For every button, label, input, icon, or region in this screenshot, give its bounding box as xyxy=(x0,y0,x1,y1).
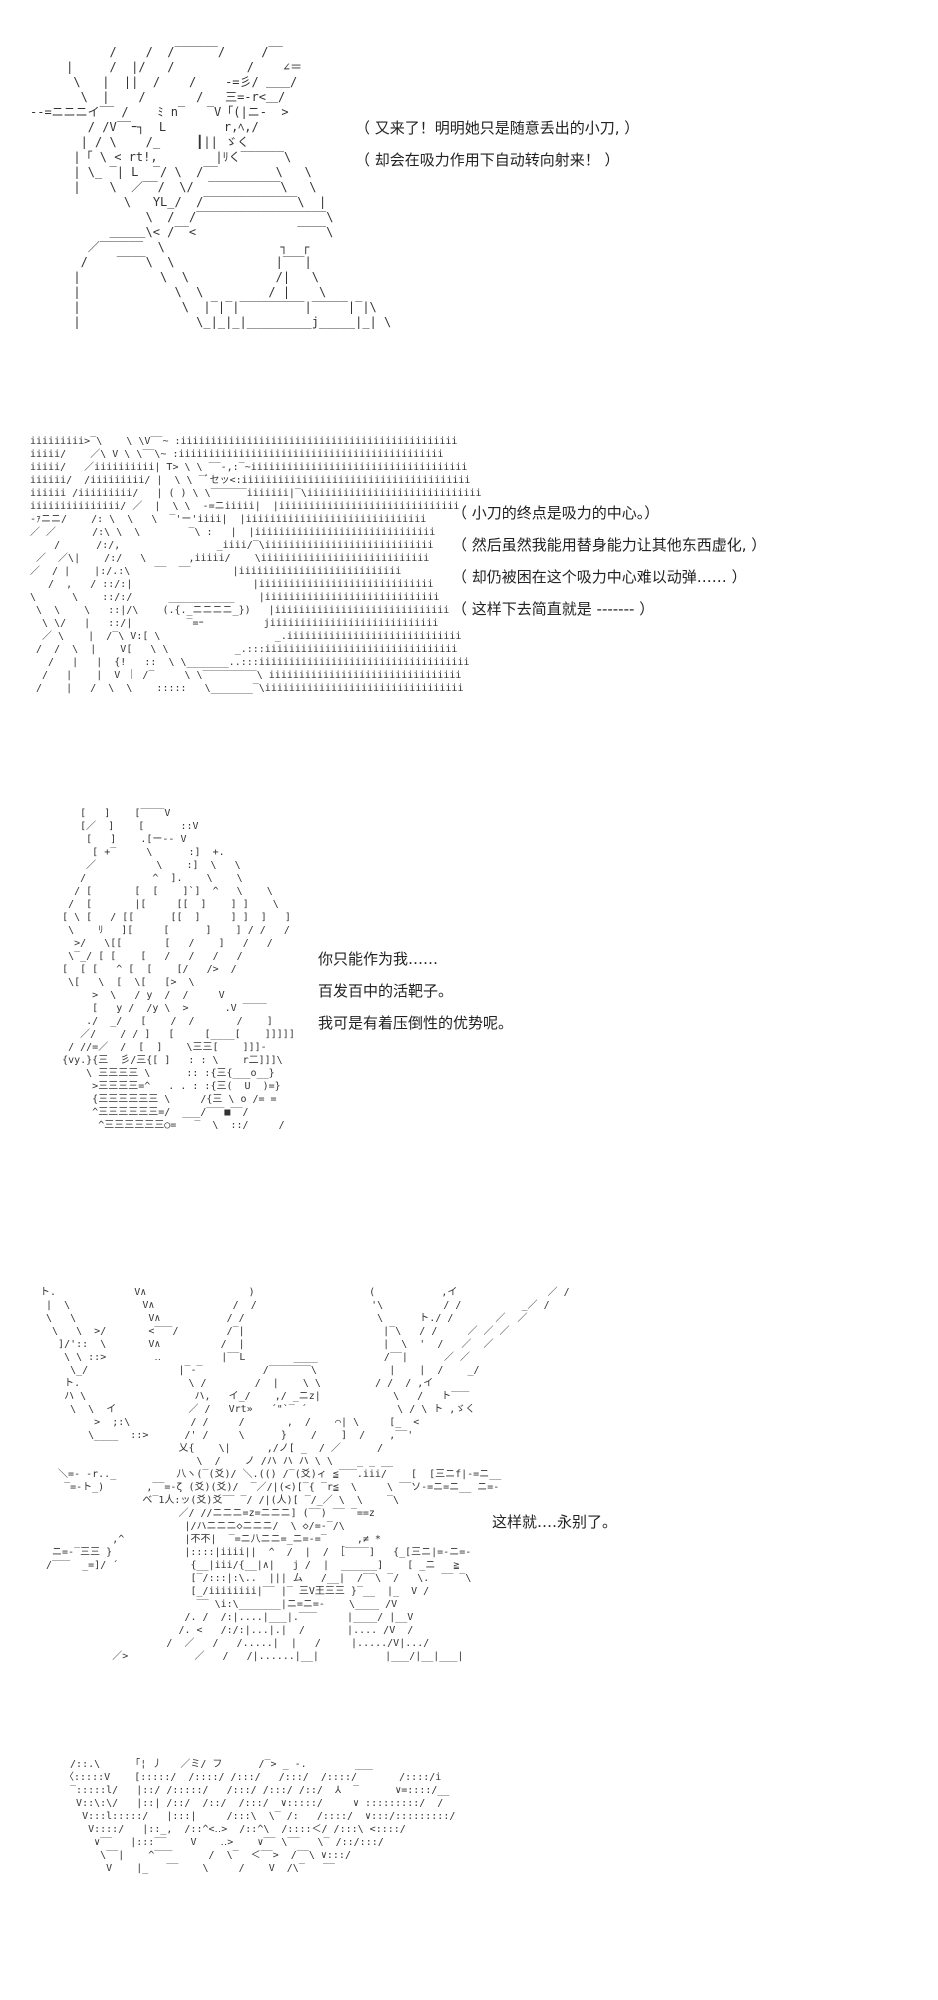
dialog-line: （ 这样下去简直就是 ------- ） xyxy=(452,600,655,618)
dialog-panel-2: （ 小刀的终点是吸力的中心。） （ 然后虽然我能用替身能力让其他东西虚化, ） … xyxy=(452,497,766,625)
dialog-panel-3: 你只能作为我‥‥‥ 百发百中的活靶子。 我可是有着压倒性的优势呢。 xyxy=(318,943,513,1039)
dialog-panel-1: （ 又来了！明明她只是随意丢出的小刀, ） （ 却会在吸力作用下自动转向射来！ … xyxy=(355,112,639,176)
panel-3: [ ] [‾‾‾‾V [／ ] [ ::V [ ] .[ー-- V [ +‾ \… xyxy=(0,775,610,1275)
dialog-line: 百发百中的活靶子。 xyxy=(318,982,454,1000)
dialog-line: （ 却会在吸力作用下自动转向射来！ ） xyxy=(355,151,620,169)
dialog-line: 这样就‥‥永别了。 xyxy=(492,1513,618,1531)
dialog-line: 你只能作为我‥‥‥ xyxy=(318,950,439,968)
panel-4: ト. V∧ ) ( ,イ ／ / | \ V∧ / / '\ / / _／ / … xyxy=(0,1280,760,2000)
dialog-line: （ 然后虽然我能用替身能力让其他东西虚化, ） xyxy=(452,536,767,554)
dialog-line: （ 小刀的终点是吸力的中心。） xyxy=(452,504,660,522)
ascii-art-character-gesture: / / /‾‾‾‾‾‾/ /‾‾ | / |/ / / ∠＝ \ | || / … xyxy=(30,45,392,329)
dialog-panel-4: 这样就‥‥永别了。 xyxy=(492,1506,617,1538)
dialog-line: 我可是有着压倒性的优势呢。 xyxy=(318,1014,514,1032)
ascii-art-character-smug: [ ] [‾‾‾‾V [／ ] [ ::V [ ] .[ー-- V [ +‾ \… xyxy=(62,808,295,1131)
ascii-art-character-trapped: iiiiiiiii>‾\ \ \V‾‾~ :iiiiiiiiiiiiiiiiii… xyxy=(30,436,482,694)
panel-2: iiiiiiiii>‾\ \ \V‾‾~ :iiiiiiiiiiiiiiiiii… xyxy=(0,395,900,770)
ascii-art-character-knives: ト. V∧ ) ( ,イ ／ / | \ V∧ / / '\ / / _／ / … xyxy=(40,1287,570,1662)
panel-1: / / /‾‾‾‾‾‾/ /‾‾ | / |/ / / ∠＝ \ | || / … xyxy=(0,0,760,390)
dialog-line: （ 却仍被困在这个吸力中心难以动弹‥‥‥ ） xyxy=(452,568,747,586)
ascii-art-bottom-effects: /::.\ 「¦ 丿 ／ミ/ フ /‾> _ -. ___ 〈:::::V [:… xyxy=(64,1759,456,1874)
dialog-line: （ 又来了！明明她只是随意丢出的小刀, ） xyxy=(355,119,640,137)
